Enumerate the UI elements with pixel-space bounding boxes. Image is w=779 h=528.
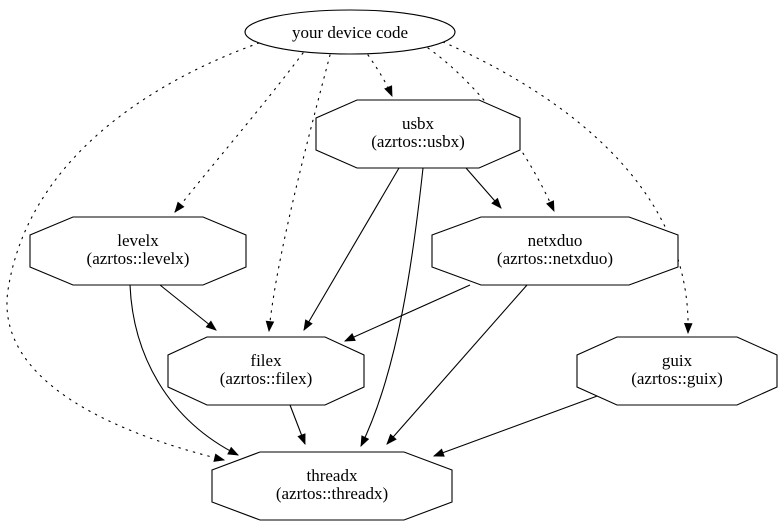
edge-netxduo-to-threadx (386, 284, 528, 445)
node-guix: guix (azrtos::guix) (576, 336, 778, 406)
edge-guix-to-threadx (432, 394, 601, 457)
edge-netxduo-to-filex (343, 284, 471, 342)
levelx-label: levelx (117, 231, 159, 250)
edge-levelx-to-filex (159, 284, 217, 331)
edge-usbx-to-filex (303, 167, 400, 331)
threadx-octagon (211, 451, 453, 521)
usbx-sublabel: (azrtos::usbx) (371, 132, 464, 151)
netxduo-octagon (431, 216, 679, 286)
node-threadx: threadx (azrtos::threadx) (211, 451, 453, 521)
node-filex: filex (azrtos::filex) (167, 336, 365, 406)
threadx-sublabel: (azrtos::threadx) (276, 484, 388, 503)
guix-label: guix (662, 351, 693, 370)
levelx-sublabel: (azrtos::levelx) (87, 249, 190, 268)
edge-device-to-netxduo (427, 47, 555, 213)
node-your-device-code: your device code (244, 9, 456, 55)
edge-device-to-filex (265, 54, 331, 333)
filex-octagon (167, 336, 365, 406)
edge-levelx-to-threadx (129, 284, 239, 456)
usbx-octagon (315, 99, 521, 169)
edge-usbx-to-netxduo (465, 167, 502, 209)
edge-device-to-guix (442, 41, 693, 335)
usbx-label: usbx (402, 114, 435, 133)
node-levelx: levelx (azrtos::levelx) (29, 216, 247, 286)
edge-device-to-threadx (6, 42, 260, 462)
edge-device-to-usbx (367, 54, 393, 98)
netxduo-sublabel: (azrtos::netxduo) (497, 249, 613, 268)
node-usbx: usbx (azrtos::usbx) (315, 99, 521, 169)
edge-device-to-levelx (174, 52, 304, 213)
filex-sublabel: (azrtos::filex) (220, 369, 313, 388)
guix-octagon (576, 336, 778, 406)
guix-sublabel: (azrtos::guix) (631, 369, 723, 388)
levelx-octagon (29, 216, 247, 286)
threadx-label: threadx (307, 466, 358, 485)
netxduo-label: netxduo (528, 231, 583, 250)
your-device-code-label: your device code (292, 23, 408, 42)
edge-filex-to-threadx (289, 404, 306, 446)
filex-label: filex (250, 351, 282, 370)
node-netxduo: netxduo (azrtos::netxduo) (431, 216, 679, 286)
your-device-code-ellipse (244, 9, 456, 55)
edge-usbx-to-threadx (360, 167, 424, 447)
